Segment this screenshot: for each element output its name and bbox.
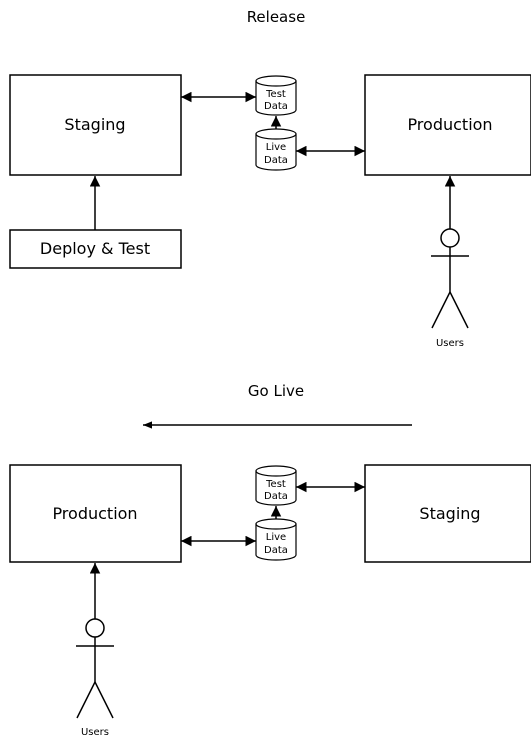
golive-section: Go Live Production Staging Test Data Liv… [9,382,531,737]
release-staging-label: Staging [64,115,125,134]
golive-test-data-line2: Data [264,491,288,502]
release-title: Release [247,8,306,26]
deploy-test-label: Deploy & Test [40,239,150,258]
golive-production-box: Production [9,464,182,563]
release-section: Release Staging Deploy & Test Production… [9,8,531,349]
release-production-box: Production [364,74,531,176]
golive-users-label: Users [81,727,109,737]
golive-test-data-line1: Test [265,479,286,490]
release-staging-box: Staging [9,74,182,176]
golive-staging-box: Staging [364,464,531,563]
release-live-data-cylinder: Live Data [255,128,297,171]
release-live-data-line2: Data [264,155,288,166]
release-test-data-line1: Test [265,89,286,100]
golive-live-data-line1: Live [266,532,286,543]
release-users-label: Users [436,338,464,349]
golive-users-actor: Users [76,563,114,737]
release-production-label: Production [407,115,492,134]
golive-live-data-cylinder: Live Data [255,518,297,561]
golive-title: Go Live [248,382,304,400]
release-test-data-line2: Data [264,101,288,112]
golive-live-data-line2: Data [264,545,288,556]
release-users-actor: Users [431,176,469,349]
release-live-data-line1: Live [266,142,286,153]
golive-test-data-cylinder: Test Data [255,465,297,506]
deploy-test-box: Deploy & Test [9,229,182,269]
golive-production-label: Production [52,504,137,523]
golive-staging-label: Staging [419,504,480,523]
release-test-data-cylinder: Test Data [255,75,297,116]
